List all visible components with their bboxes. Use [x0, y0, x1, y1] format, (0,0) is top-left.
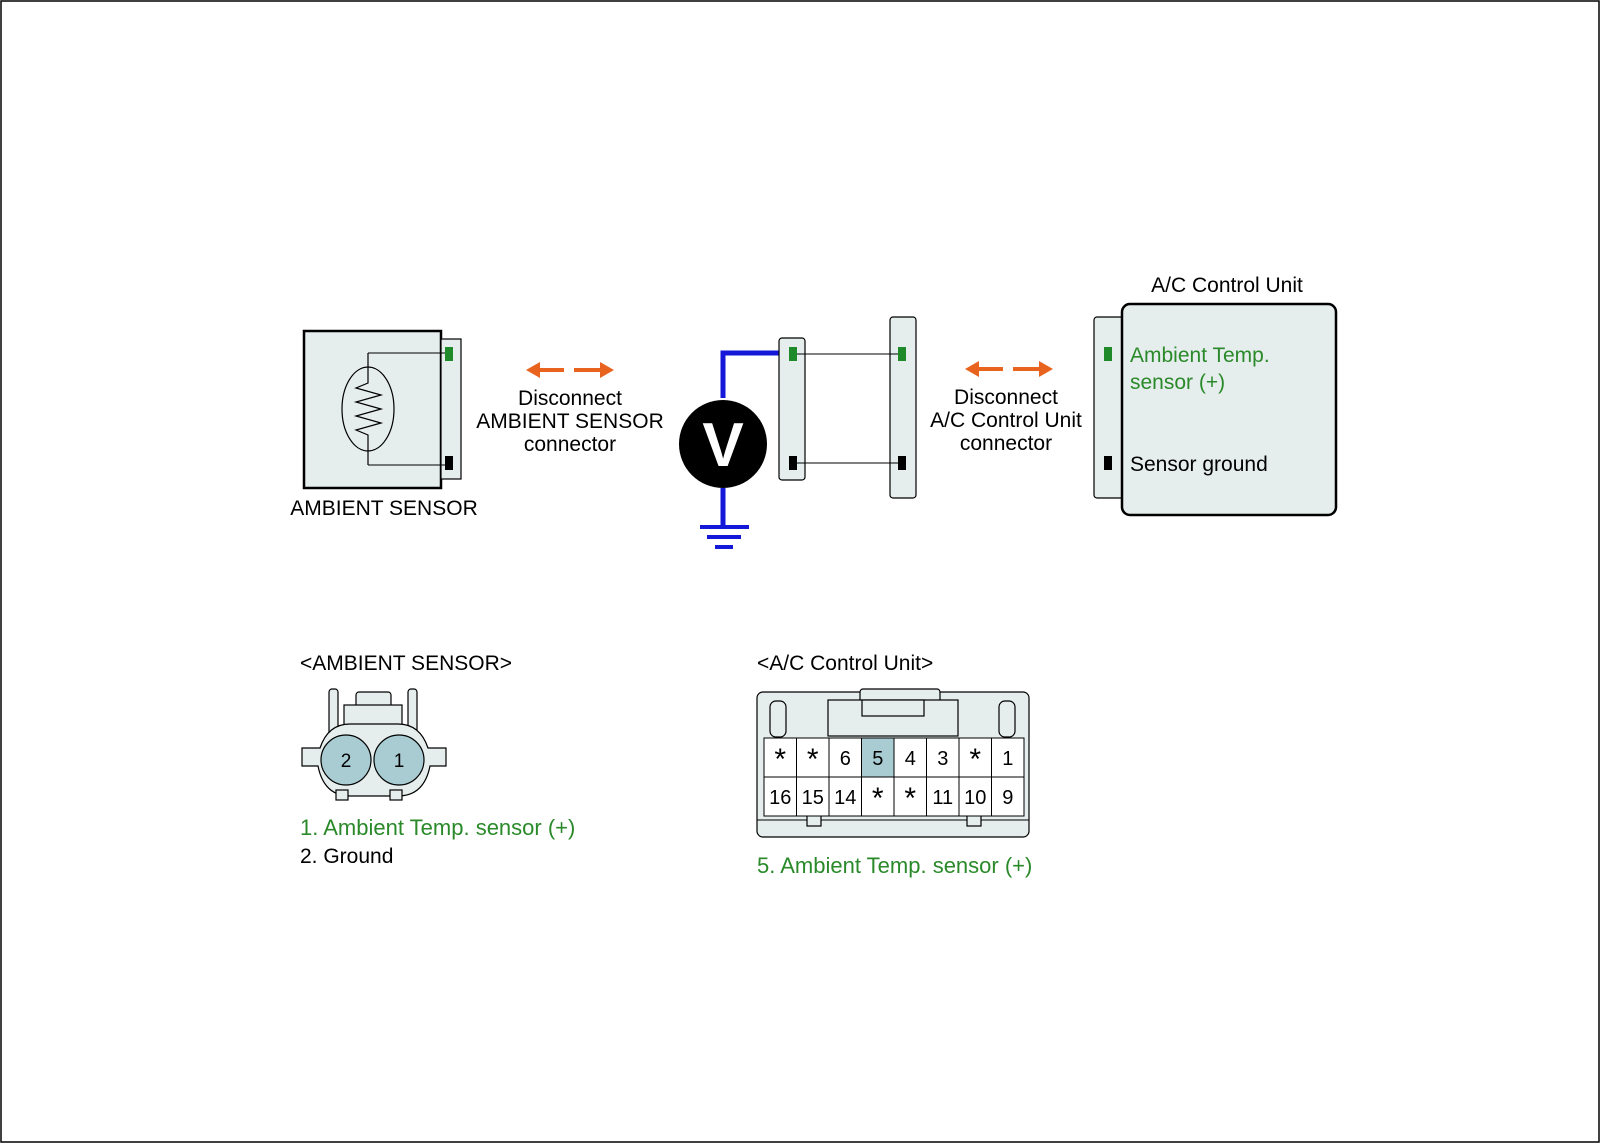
ac-control-unit-connector [1093, 316, 1125, 499]
harness [778, 316, 917, 499]
acu-pin-cell [763, 737, 797, 778]
acu-pin-cell [991, 776, 1025, 817]
acu-pin-label: * [872, 782, 884, 815]
sensor-connector-title: <AMBIENT SENSOR> [300, 652, 512, 675]
voltmeter: V [679, 350, 793, 549]
ac-control-unit-title: A/C Control Unit [1151, 274, 1303, 297]
meter-positive-lead [720, 350, 793, 398]
acu-pin-cell [958, 776, 992, 817]
acu-pin-cell [991, 737, 1025, 778]
acu-pin-label: * [904, 782, 916, 815]
sensor-legend-item: 2. Ground [300, 845, 393, 868]
harness-pin-ground-right [898, 456, 906, 470]
acu-legend-item: 5. Ambient Temp. sensor (+) [757, 853, 1032, 878]
harness-pin-plus-left [789, 347, 797, 361]
acu-pin-label: 3 [937, 748, 948, 770]
disconnect-sensor-line3: connector [524, 433, 616, 456]
acu-pin-label: 11 [932, 787, 953, 809]
acu-pin-label: 1 [1002, 748, 1013, 770]
harness-pin-ground-left [789, 456, 797, 470]
disconnect-acu-line2: A/C Control Unit [930, 409, 1082, 432]
acu-pin-cell [796, 776, 830, 817]
acu-connector-latch-right [998, 700, 1016, 738]
sensor-connector-view: <AMBIENT SENSOR> 2 1 1. Ambient Temp. se… [300, 652, 575, 868]
ac-control-unit-body [1120, 302, 1338, 517]
voltmeter-icon [679, 400, 767, 488]
acu-connector-key [861, 699, 925, 717]
acu-pin-label: 4 [905, 748, 916, 770]
harness-connector-left [778, 337, 806, 481]
acu-connector-title: <A/C Control Unit> [757, 652, 933, 675]
acu-pin-cell [861, 776, 895, 817]
ac-control-unit: A/C Control Unit Ambient Temp. sensor (+… [1093, 274, 1338, 517]
acu-pin-cell [926, 776, 960, 817]
acu-pin-cell [893, 776, 927, 817]
acu-pin-label: * [807, 743, 819, 776]
ground-symbol-icon [700, 525, 749, 549]
double-arrow-icon [965, 361, 1053, 377]
acu-pin-label: 16 [769, 787, 791, 809]
acu-pin-plus-label-line1: Ambient Temp. [1130, 344, 1270, 367]
sensor-legend-item: 1. Ambient Temp. sensor (+) [300, 815, 575, 840]
disconnect-acu-line1: Disconnect [954, 386, 1058, 409]
ambient-sensor-connector [440, 338, 462, 480]
acu-pin-label: 14 [834, 787, 856, 809]
acu-pin-label: * [969, 743, 981, 776]
sensor-pin-plus [445, 347, 453, 361]
acu-pin-label: 6 [840, 748, 851, 770]
voltmeter-symbol: V [702, 411, 743, 480]
acu-pin-plus [1104, 347, 1112, 361]
sensor-pin-ground [445, 456, 453, 470]
ambient-sensor-label: AMBIENT SENSOR [290, 497, 477, 520]
sensor-connector-pin [320, 734, 372, 786]
acu-pin-label: * [774, 743, 786, 776]
sensor-connector-pin-label: 1 [394, 751, 405, 772]
ambient-sensor: AMBIENT SENSOR [290, 329, 478, 520]
disconnect-sensor-note: Disconnect AMBIENT SENSOR connector [476, 387, 663, 456]
acu-pin-label: 10 [964, 787, 986, 809]
acu-pin-label: 15 [802, 787, 824, 809]
sensor-connector-pin [373, 734, 425, 786]
acu-pin-plus-label-line2: sensor (+) [1130, 371, 1225, 394]
sensor-connector-key-right [389, 789, 403, 801]
sensor-connector-key-left [335, 789, 349, 801]
thermistor-icon [341, 352, 449, 466]
disconnect-acu-line3: connector [960, 432, 1052, 455]
acu-pin-cell [828, 776, 862, 817]
acu-pin-ground [1104, 456, 1112, 470]
harness-connector-right [889, 316, 917, 499]
acu-pin-label: 9 [1002, 787, 1013, 809]
sensor-connector-pin-label: 2 [341, 751, 352, 772]
disconnect-sensor-line1: Disconnect [518, 387, 622, 410]
acu-pin-label: 5 [872, 748, 883, 770]
double-arrow-icon [526, 362, 614, 378]
acu-connector-latch-left [769, 700, 787, 738]
disconnect-acu-note: Disconnect A/C Control Unit connector [930, 386, 1082, 455]
disconnect-sensor-line2: AMBIENT SENSOR [476, 410, 663, 433]
acu-pin-cell [763, 776, 797, 817]
acu-pin-ground-label: Sensor ground [1130, 453, 1268, 476]
harness-pin-plus-right [898, 347, 906, 361]
